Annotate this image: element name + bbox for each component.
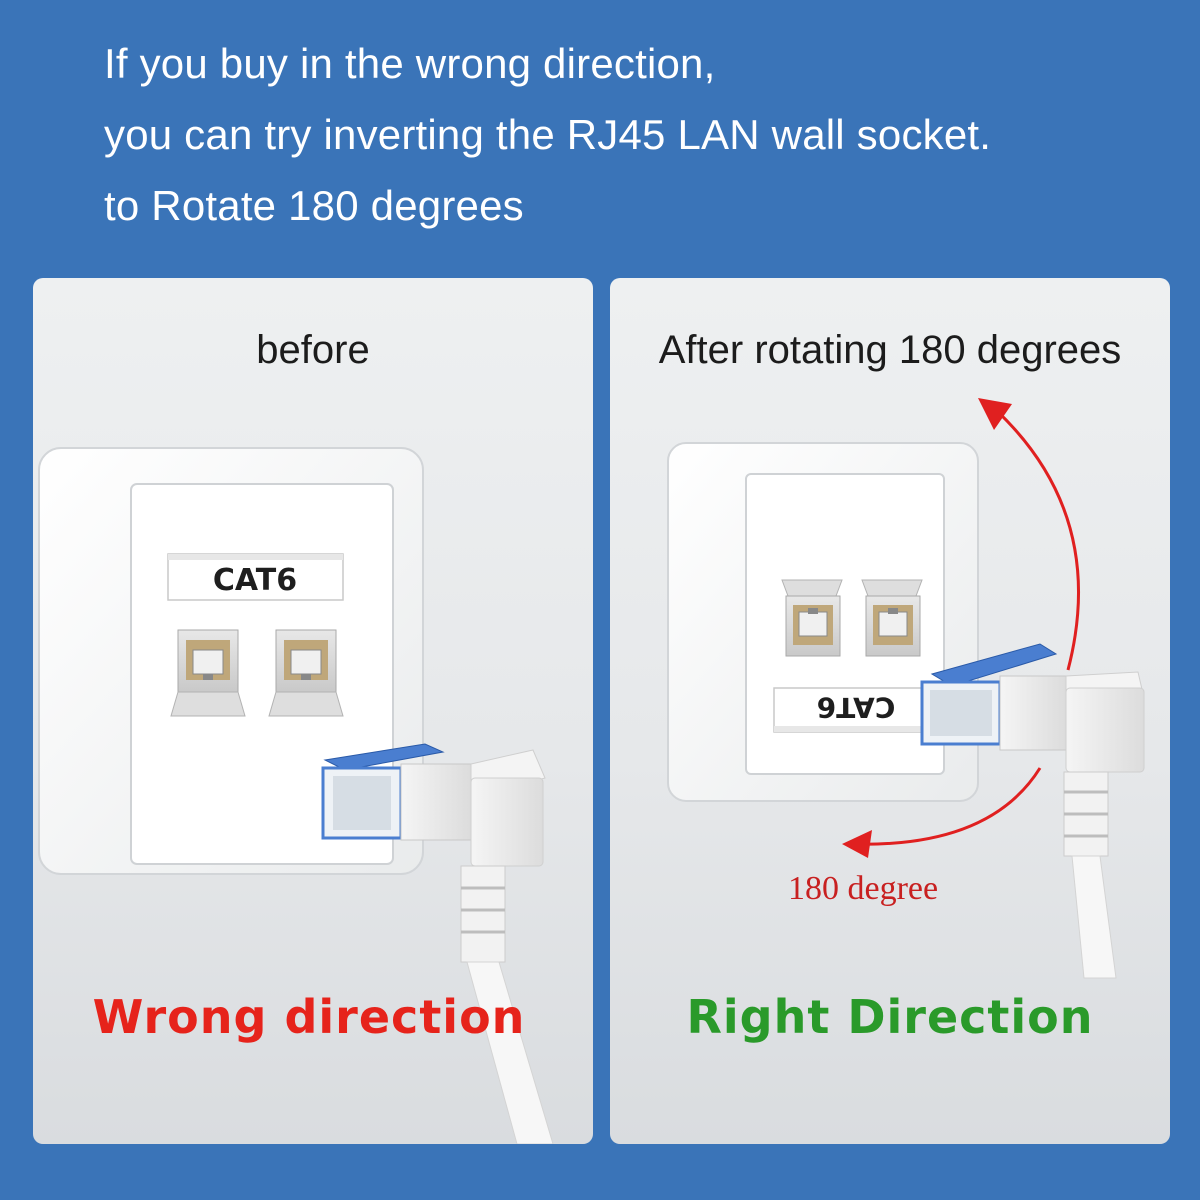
before-title: before	[256, 328, 370, 372]
plate-label-after: CAT6	[817, 691, 896, 724]
headline-line-2: you can try inverting the RJ45 LAN wall …	[104, 111, 992, 158]
jack-2	[861, 579, 923, 657]
jack-1	[170, 629, 246, 717]
before-panel: before	[33, 278, 593, 1144]
arrow-head-bottom	[842, 830, 872, 858]
rotation-degree-label: 180 degree	[788, 870, 939, 907]
label-strip	[167, 553, 344, 601]
headline: If you buy in the wrong direction, you c…	[104, 28, 1184, 241]
headline-line-1: If you buy in the wrong direction,	[104, 40, 716, 87]
after-title: After rotating 180 degrees	[658, 328, 1122, 372]
after-panel: After rotating 180 degrees	[610, 278, 1170, 1144]
jack-2	[268, 629, 344, 717]
right-angle-plug	[920, 643, 1145, 979]
wall-socket-after-illustration: CAT6	[667, 398, 1145, 979]
right-direction-label: Right Direction	[686, 990, 1094, 1044]
headline-line-3: to Rotate 180 degrees	[104, 182, 524, 229]
arrow-head-top	[978, 398, 1012, 430]
right-angle-plug	[321, 743, 554, 1144]
rotation-arrow	[842, 398, 1080, 858]
jack-1	[781, 579, 843, 657]
wall-socket-before-illustration: CAT6	[38, 447, 554, 1144]
label-strip	[773, 687, 935, 733]
plate-label-before: CAT6	[213, 563, 297, 598]
wrong-direction-label: Wrong direction	[92, 990, 526, 1044]
